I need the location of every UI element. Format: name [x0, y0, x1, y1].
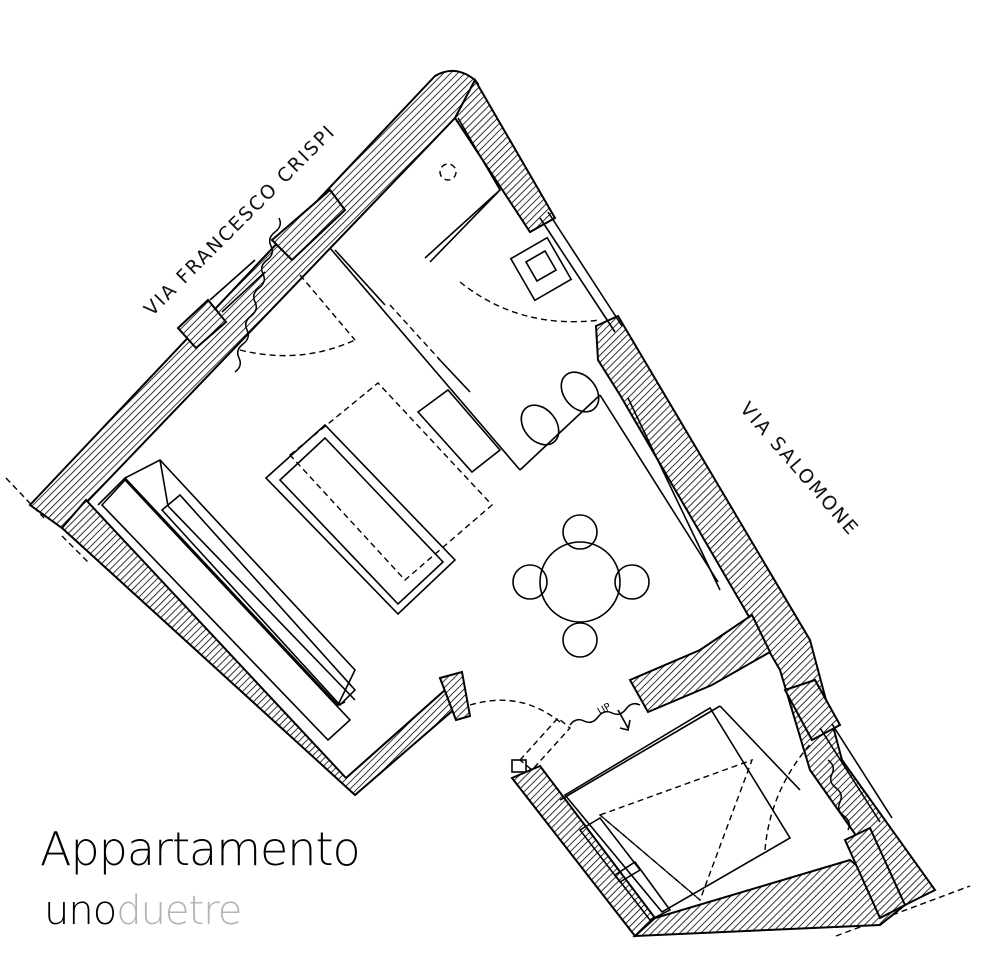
- sofa-bed: [264, 382, 502, 616]
- dining-table: [512, 514, 650, 658]
- kitchen-counter: [100, 478, 357, 742]
- brand-subtitle: unoduetre: [44, 888, 242, 934]
- bedroom-bed: [563, 706, 792, 922]
- exterior-walls: [28, 69, 937, 938]
- brand-uno: uno: [44, 888, 117, 934]
- door-swings: [239, 274, 813, 851]
- brand-title: Appartamento: [40, 822, 361, 876]
- curtains: [234, 217, 851, 831]
- sliding-doors: [334, 249, 471, 393]
- interior-lines: [97, 117, 893, 823]
- bathroom-fixtures: [439, 163, 601, 446]
- entrance-door: [511, 717, 572, 773]
- brand-duetre: duetre: [116, 888, 242, 934]
- stair-arrow-icon: [617, 709, 631, 731]
